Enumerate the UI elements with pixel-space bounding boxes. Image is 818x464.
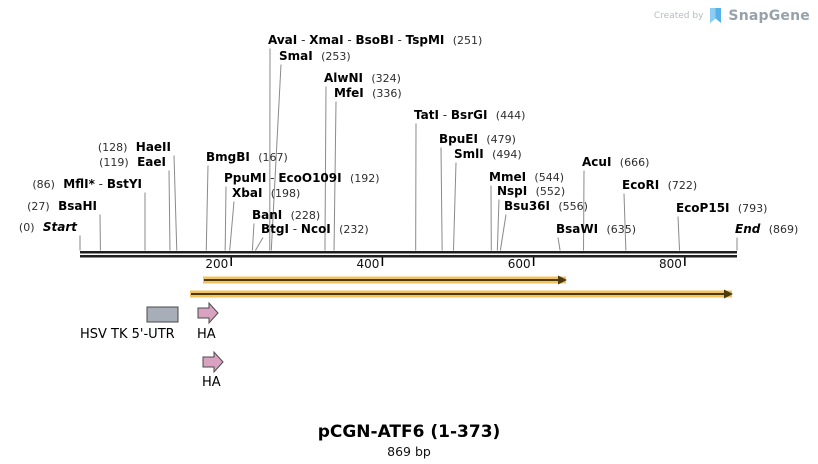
enzyme-site-ppumi-ecoo109i[interactable]: PpuMI - EcoO109I (192) <box>224 171 380 186</box>
site-leader-line <box>333 101 337 251</box>
map-line-bottom <box>80 255 737 258</box>
enzyme-site-bpuei[interactable]: BpuEI (479) <box>439 132 516 147</box>
enzyme-site-bsawi[interactable]: BsaWI (635) <box>556 222 637 237</box>
enzyme-site-nspi[interactable]: NspI (552) <box>497 184 566 199</box>
site-leader-line <box>499 214 507 251</box>
enzyme-site-start[interactable]: (0) Start <box>18 220 77 235</box>
enzyme-site-eaei[interactable]: (119) EaeI <box>99 155 166 170</box>
site-leader-line <box>324 86 327 251</box>
site-leader-line <box>496 199 500 251</box>
site-leader-line <box>623 193 627 251</box>
site-leader-line <box>173 155 178 251</box>
enzyme-site-smai[interactable]: SmaI (253) <box>279 49 351 64</box>
enzyme-site-mmei[interactable]: MmeI (544) <box>489 170 565 185</box>
site-leader-line <box>224 186 227 251</box>
feature-box-hsv-tk-5-utr[interactable] <box>146 306 179 323</box>
enzyme-site-mfei[interactable]: MfeI (336) <box>334 86 402 101</box>
site-leader-line <box>229 201 235 251</box>
site-leader-line <box>440 147 443 251</box>
feature-label-ha: HA <box>202 375 221 390</box>
primer-arrow[interactable] <box>203 275 567 285</box>
primer-arrow[interactable] <box>190 289 733 299</box>
ruler-tick-label: 800 <box>658 257 682 271</box>
site-leader-line <box>677 216 681 251</box>
site-leader-line <box>270 64 282 251</box>
snapgene-credit: Created by SnapGene <box>654 8 810 24</box>
enzyme-site-ecop15i[interactable]: EcoP15I (793) <box>676 201 768 216</box>
enzyme-site-xbai[interactable]: XbaI (198) <box>232 186 301 201</box>
map-line-top <box>80 251 737 254</box>
feature-label-ha: HA <box>197 327 216 342</box>
site-leader-line <box>557 237 561 251</box>
snapgene-brand-text: SnapGene <box>728 8 810 24</box>
site-leader-line <box>251 223 255 251</box>
snapgene-logo-icon <box>710 8 722 23</box>
site-leader-line <box>205 165 209 251</box>
feature-arrow-ha[interactable] <box>197 301 219 325</box>
feature-arrow-ha[interactable] <box>202 350 224 374</box>
enzyme-site-smli[interactable]: SmlI (494) <box>454 147 522 162</box>
enzyme-site-alwni[interactable]: AlwNI (324) <box>324 71 401 86</box>
created-by-text: Created by <box>653 11 704 21</box>
map-title: pCGN-ATF6 (1-373) <box>317 422 501 442</box>
ruler-tick-label: 200 <box>205 257 229 271</box>
ruler-tick-label: 600 <box>507 257 531 271</box>
enzyme-site-tati-bsrgi[interactable]: TatI - BsrGI (444) <box>414 108 526 123</box>
enzyme-site-btgi-ncoi[interactable]: BtgI - NcoI (232) <box>261 222 369 237</box>
enzyme-site-acui[interactable]: AcuI (666) <box>582 155 650 170</box>
enzyme-site-bani[interactable]: BanI (228) <box>252 208 321 223</box>
enzyme-site-avai-xmai-bsobi-tspmi[interactable]: AvaI - XmaI - BsoBI - TspMI (251) <box>268 33 483 48</box>
ruler-tick-label: 400 <box>356 257 380 271</box>
site-leader-line <box>452 162 457 251</box>
enzyme-site-haeii[interactable]: (128) HaeII <box>97 140 171 155</box>
enzyme-site-bsu36i[interactable]: Bsu36I (556) <box>504 199 588 214</box>
enzyme-site-ecori[interactable]: EcoRI (722) <box>622 178 698 193</box>
feature-label-hsv-tk-5-utr: HSV TK 5'-UTR <box>80 327 175 342</box>
enzyme-site-end[interactable]: End (869) <box>735 222 799 237</box>
site-leader-line <box>168 170 171 251</box>
enzyme-site-bsahi[interactable]: (27) BsaHI <box>27 199 97 214</box>
map-length-subtitle: 869 bp <box>387 444 431 459</box>
enzyme-site-bmgbi[interactable]: BmgBI (167) <box>206 150 288 165</box>
enzyme-site-mfli-bstyi[interactable]: (86) MflI* - BstYI <box>32 177 142 192</box>
site-leader-line <box>254 237 264 251</box>
